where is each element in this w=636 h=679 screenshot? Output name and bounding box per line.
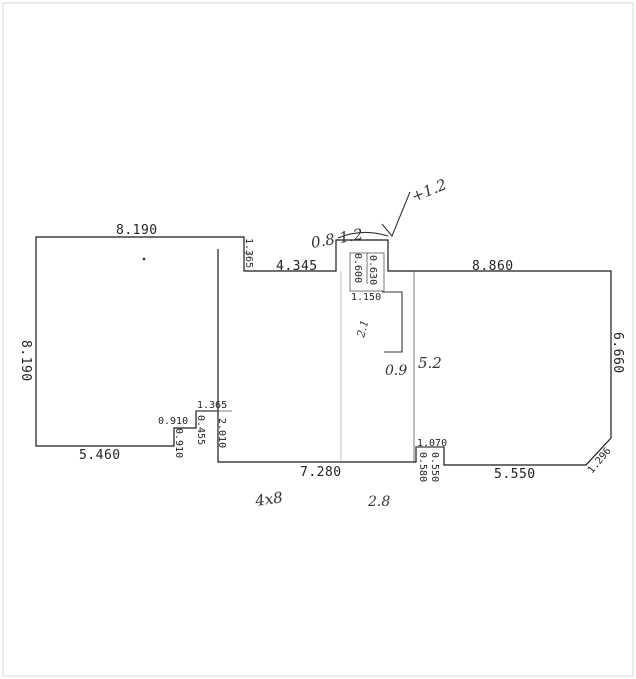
note-bottom-left: 4x8: [253, 488, 284, 510]
dim-step-d: 1.365: [197, 400, 227, 411]
dim-notch-top: 1.365: [243, 238, 254, 268]
ink-arc: [337, 231, 389, 239]
dim-step-f: 1.070: [417, 438, 447, 449]
dim-bay-c: 1.150: [351, 292, 381, 303]
ink-check-mark: [381, 191, 411, 238]
ink-bracket: [382, 291, 403, 353]
dim-top-left: 8.190: [116, 223, 158, 238]
dim-right-side: 6.660: [610, 332, 625, 374]
dim-step-c: 0.455: [195, 415, 206, 445]
dim-step-b: 0.910: [173, 428, 184, 458]
dim-mid-top: 4.345: [276, 259, 318, 274]
note-bottom-mid: 2.8: [367, 494, 390, 510]
note-top-scribble: 0.8 1.2: [310, 225, 365, 252]
center-dot: [142, 257, 146, 261]
dim-step-g: 0.550: [429, 452, 440, 482]
dim-step-h: 0.580: [417, 452, 428, 482]
dim-bottom-right: 5.550: [494, 467, 536, 482]
dim-bay-b: 0.600: [352, 253, 363, 283]
dim-step-a: 0.910: [158, 416, 188, 427]
note-mid: 0.9: [385, 363, 407, 379]
dim-bottom-mid: 7.280: [300, 465, 342, 480]
note-right: 5.2: [418, 354, 442, 372]
note-side: 2.1: [354, 319, 371, 340]
dim-bottom-left: 5.460: [79, 448, 121, 463]
dim-left-side: 8.190: [18, 340, 33, 382]
dim-bay-a: 0.630: [367, 255, 378, 285]
dim-step-e: 2.010: [216, 418, 227, 448]
note-check: +1.2: [409, 175, 450, 205]
dim-right-top: 8.860: [472, 259, 514, 274]
plan-outline: [35, 236, 612, 466]
